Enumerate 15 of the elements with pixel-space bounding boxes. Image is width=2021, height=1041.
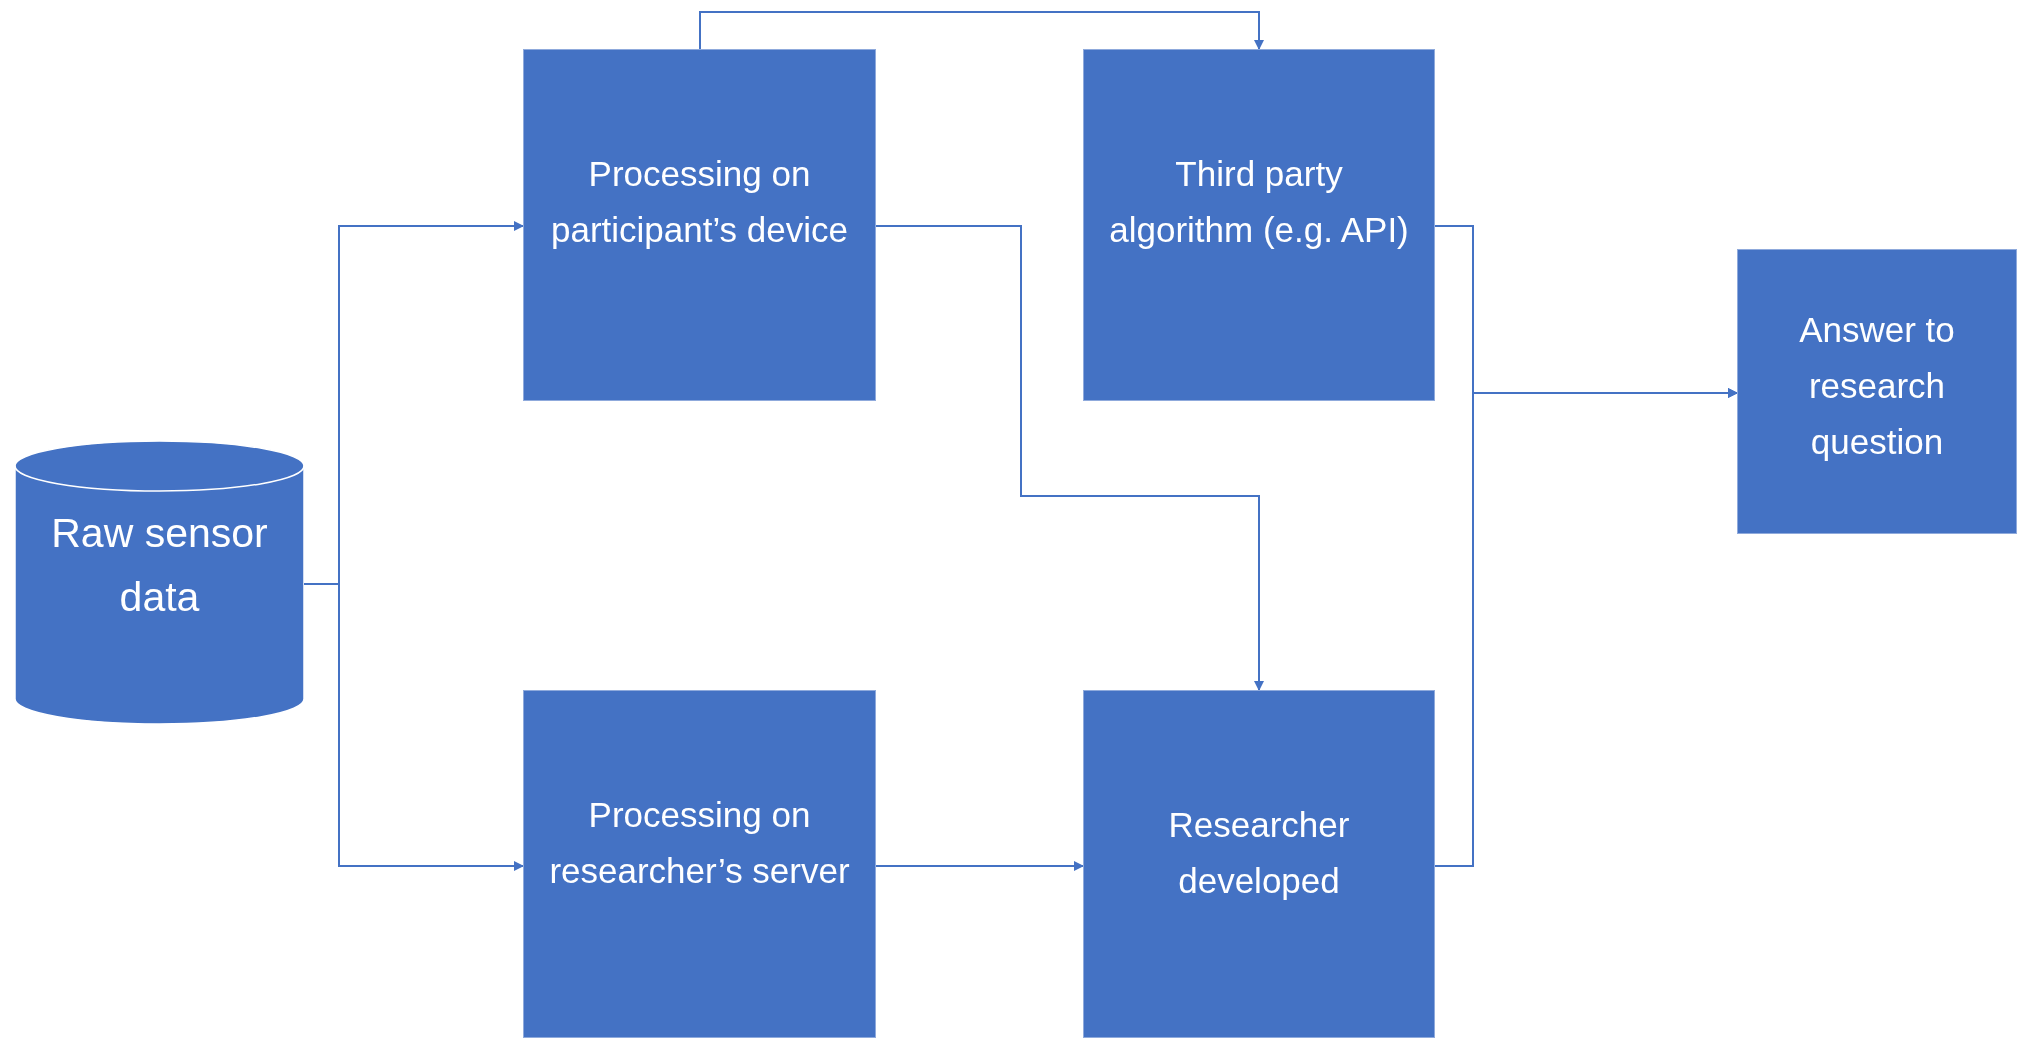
- connector-arrow: [875, 225, 1264, 691]
- process-box: [1737, 249, 2017, 534]
- process-box: [523, 690, 876, 1038]
- node-label: Researcher developed: [1167, 804, 1351, 902]
- node-label: Processing on participant’s device: [550, 153, 849, 251]
- node-label: Answer to research question: [1798, 309, 1956, 463]
- node-label: Processing on researcher’s server: [548, 794, 851, 892]
- connector-arrow: [699, 11, 1264, 50]
- process-box: [1083, 690, 1435, 1038]
- connector-arrow: [875, 861, 1084, 871]
- node-label: Raw sensor data: [50, 509, 269, 622]
- connector-arrow: [1434, 388, 1738, 867]
- process-box: [1083, 49, 1435, 401]
- node-label: Third party algorithm (e.g. API): [1108, 153, 1410, 251]
- process-box: [523, 49, 876, 401]
